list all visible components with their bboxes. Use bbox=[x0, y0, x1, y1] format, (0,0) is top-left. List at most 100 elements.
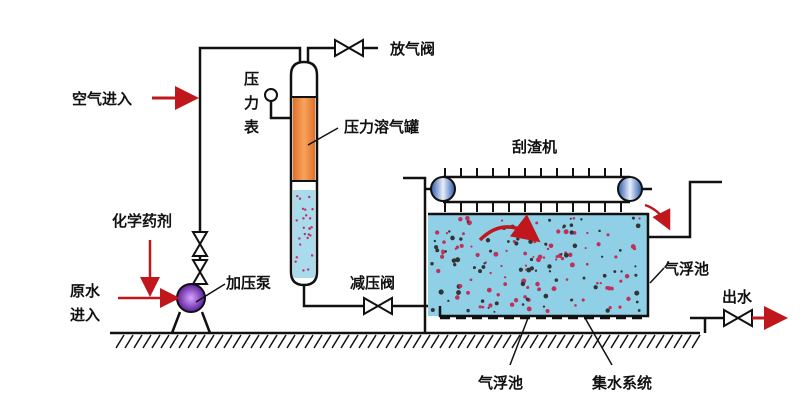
bubble bbox=[523, 295, 527, 299]
bubble bbox=[509, 302, 515, 307]
bubble bbox=[470, 245, 473, 248]
bubble bbox=[486, 287, 492, 293]
collection-system-label: 集水系统 bbox=[591, 374, 652, 392]
bubble bbox=[537, 254, 543, 260]
bubble bbox=[638, 217, 641, 220]
bubble bbox=[596, 281, 599, 285]
vent-valve-label: 放气阀 bbox=[389, 40, 435, 58]
outlet-valve[interactable] bbox=[723, 308, 753, 328]
bubble bbox=[455, 295, 460, 300]
bubble bbox=[301, 207, 305, 210]
bubble bbox=[302, 217, 305, 220]
bubble bbox=[524, 268, 527, 271]
bubble bbox=[308, 217, 312, 220]
bubble bbox=[563, 252, 569, 258]
ground bbox=[110, 331, 701, 349]
bubble bbox=[537, 287, 542, 292]
bubble bbox=[535, 221, 539, 225]
bubble bbox=[569, 217, 572, 220]
bubble bbox=[546, 247, 550, 251]
bubble bbox=[455, 245, 460, 249]
bubble bbox=[308, 227, 312, 230]
bubble bbox=[525, 297, 530, 301]
bubble bbox=[299, 243, 302, 246]
bubble bbox=[462, 232, 465, 236]
vent-pipe bbox=[306, 46, 335, 62]
bubble bbox=[310, 226, 313, 229]
bubble bbox=[620, 270, 623, 273]
vent-valve[interactable] bbox=[334, 38, 364, 58]
bubble bbox=[481, 265, 486, 269]
bubble bbox=[436, 268, 441, 274]
bubble bbox=[535, 281, 540, 287]
bubble bbox=[447, 299, 450, 302]
bubble bbox=[562, 226, 565, 229]
bubble bbox=[581, 298, 585, 302]
bubble bbox=[563, 229, 569, 235]
bubble bbox=[606, 286, 612, 291]
raw-water-label: 原水 bbox=[70, 282, 101, 300]
bubble bbox=[618, 248, 622, 252]
bubble bbox=[516, 237, 520, 241]
bubble bbox=[435, 230, 440, 235]
bubble bbox=[489, 249, 493, 253]
bubble bbox=[523, 251, 528, 256]
bubble bbox=[614, 255, 618, 259]
bubble bbox=[308, 195, 311, 199]
bubble bbox=[481, 305, 485, 309]
bubble bbox=[570, 298, 573, 302]
bubble bbox=[500, 264, 503, 268]
bubble bbox=[634, 265, 637, 268]
bubble bbox=[555, 258, 558, 261]
bubble bbox=[560, 252, 563, 256]
bubble bbox=[475, 252, 480, 258]
bubble bbox=[547, 264, 552, 269]
bubble bbox=[487, 306, 490, 309]
bubble bbox=[298, 237, 301, 240]
bubble bbox=[500, 219, 504, 222]
bubble bbox=[311, 208, 314, 211]
bubble bbox=[455, 257, 461, 263]
pressure-gauge-label: 力 bbox=[244, 94, 259, 112]
bubble bbox=[634, 273, 638, 277]
pressure-reducing-valve[interactable] bbox=[363, 296, 393, 316]
bubble bbox=[554, 278, 559, 282]
bubble bbox=[560, 256, 565, 261]
dissolved-air-tank-label: 压力溶气罐 bbox=[344, 118, 419, 136]
bubble bbox=[306, 236, 309, 240]
pressure-pump bbox=[170, 283, 212, 334]
bubble bbox=[451, 258, 457, 263]
bubble bbox=[542, 256, 546, 259]
bubble bbox=[584, 247, 587, 250]
bubble bbox=[445, 232, 449, 235]
bubble bbox=[528, 239, 533, 244]
bubble bbox=[529, 266, 535, 271]
bubble bbox=[598, 229, 601, 233]
inlet-valve[interactable] bbox=[191, 231, 209, 285]
bubble bbox=[303, 232, 307, 236]
dissolved-air-tank bbox=[289, 60, 319, 287]
bubble bbox=[569, 223, 574, 227]
pressure-reducing-valve-label: 减压阀 bbox=[350, 274, 395, 292]
bubble bbox=[635, 300, 639, 304]
bubble bbox=[533, 239, 537, 244]
raw-water-label: 进入 bbox=[70, 306, 100, 324]
bubble bbox=[526, 285, 530, 289]
bubble bbox=[513, 298, 519, 303]
bubble bbox=[637, 309, 641, 312]
air-in-label: 空气进入 bbox=[72, 90, 132, 108]
flow-arrow bbox=[478, 214, 541, 243]
bubble bbox=[593, 285, 598, 290]
bubble bbox=[608, 306, 612, 310]
bubble bbox=[307, 268, 310, 271]
bubble bbox=[544, 242, 548, 246]
bubble bbox=[488, 303, 493, 308]
bubble bbox=[524, 264, 528, 267]
bubble bbox=[569, 262, 575, 268]
bubble bbox=[619, 279, 623, 283]
air-pipe bbox=[198, 46, 302, 285]
bubble bbox=[295, 256, 298, 259]
bubble bbox=[438, 289, 444, 295]
bubble bbox=[302, 269, 305, 272]
